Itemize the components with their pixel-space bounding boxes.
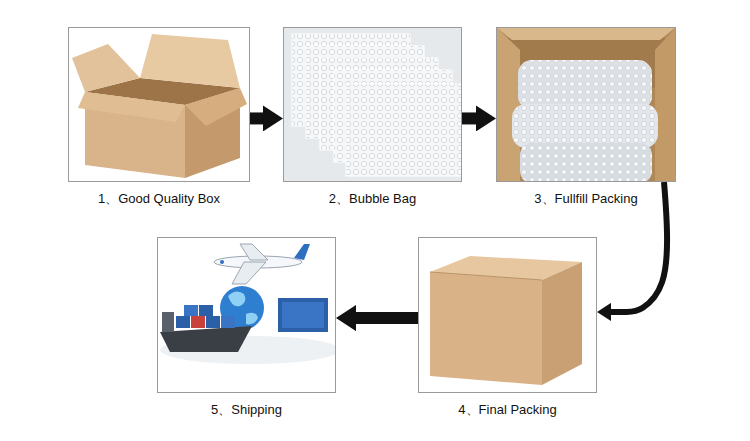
closed-box-picture — [418, 237, 597, 393]
open-box-picture — [68, 27, 250, 182]
step-caption: 2、Bubble Bag — [329, 191, 416, 207]
step-caption: 5、Shipping — [211, 402, 282, 418]
flow-arrow — [462, 112, 476, 124]
step-frame: 2、Bubble Bag — [283, 27, 462, 182]
flow-arrow — [356, 312, 418, 324]
step-frame: 1、Good Quality Box — [68, 27, 250, 182]
step-caption: 3、Fullfill Packing — [534, 191, 637, 207]
bubble-bag-picture — [283, 27, 462, 182]
step-caption: 1、Good Quality Box — [98, 191, 220, 207]
step-frame: 3、Fullfill Packing — [496, 27, 676, 182]
step-frame: 5、Shipping — [157, 237, 336, 393]
step-caption: 4、Final Packing — [458, 402, 556, 418]
flow-arrow — [250, 112, 263, 124]
step-frame: 4、Final Packing — [418, 237, 597, 393]
packed-box-picture — [496, 27, 676, 182]
shipping-picture — [157, 237, 336, 393]
